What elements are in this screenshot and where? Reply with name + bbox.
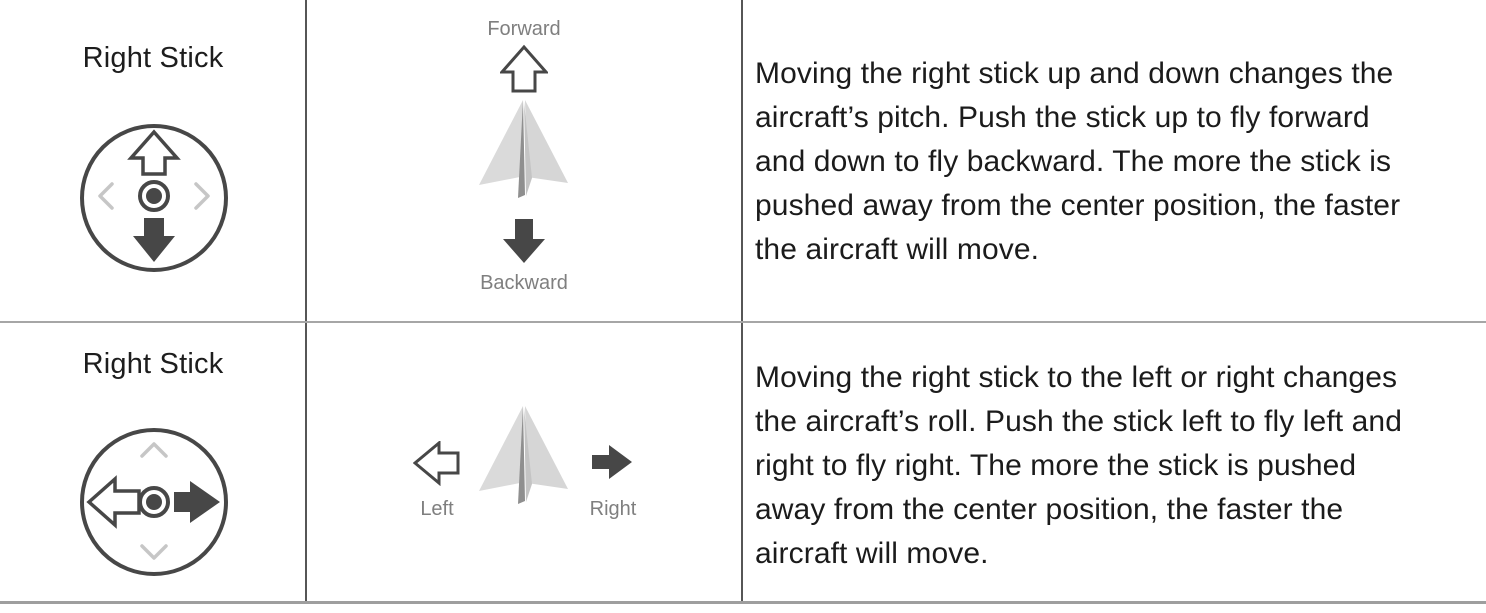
direction-label-forward: Forward [487, 18, 561, 40]
bottom-border [0, 601, 1486, 604]
direction-label-left: Left [420, 498, 454, 520]
row-description: Moving the right stick up and down chang… [755, 57, 1401, 266]
joystick-roll-icon [80, 428, 228, 576]
joystick-pitch-icon [80, 124, 228, 272]
left-arrow-outline-icon [413, 441, 460, 486]
column-divider-1 [305, 0, 307, 602]
direction-label-right: Right [589, 498, 637, 520]
aircraft-top-view-icon [479, 406, 568, 504]
column-divider-2 [741, 0, 743, 602]
direction-label-backward: Backward [480, 272, 568, 294]
row-description: Moving the right stick to the left or ri… [755, 361, 1402, 570]
backward-arrow-filled-icon [503, 219, 545, 263]
right-arrow-filled-icon [592, 445, 632, 479]
row-divider [0, 321, 1486, 323]
stick-name-label: Right Stick [82, 348, 224, 380]
forward-arrow-outline-icon [500, 44, 548, 93]
stick-name-label: Right Stick [82, 42, 224, 74]
aircraft-top-view-icon [479, 100, 568, 198]
